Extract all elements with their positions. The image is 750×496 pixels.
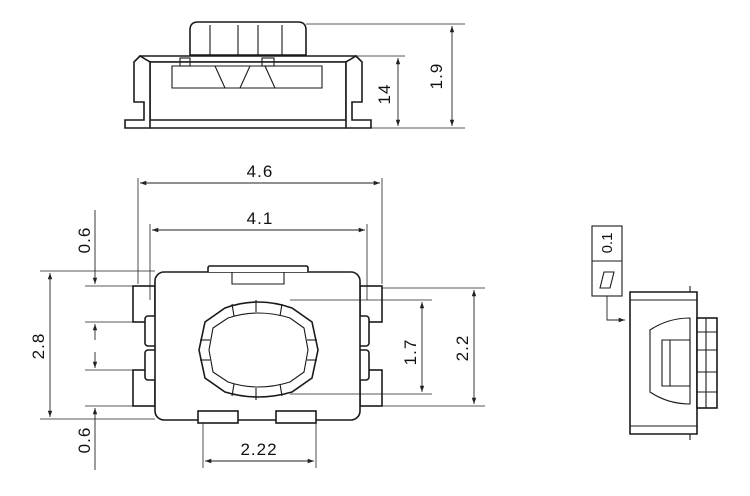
cover-plate [139, 55, 357, 63]
dim-label-0-6-top: 0.6 [75, 227, 94, 254]
dim-label-14: 14 [375, 84, 394, 105]
side-view-dimensions: 1.9 14 [306, 23, 465, 129]
end-view: 0.1 [591, 225, 718, 440]
dim-label-4-6: 4.6 [247, 162, 274, 181]
dim-label-1-7: 1.7 [401, 339, 420, 366]
actuator-inner [208, 312, 309, 388]
actuator-outer [198, 301, 319, 398]
dim-label-1-9: 1.9 [427, 63, 446, 90]
side-view [124, 21, 372, 129]
dim-label-4-1: 4.1 [247, 209, 274, 228]
dim-label-0-6-bottom: 0.6 [75, 427, 94, 454]
dim-label-2-22: 2.22 [240, 440, 277, 459]
dim-label-2-8: 2.8 [29, 333, 48, 360]
flatness-symbol [599, 271, 615, 289]
lead-right-side [345, 54, 372, 129]
plan-view [132, 265, 383, 424]
dim-label-2-2: 2.2 [453, 335, 472, 362]
plan-view-dimensions: 4.6 4.1 0.6 0.6 2.8 1.7 2.2 [29, 162, 485, 470]
plunger [189, 21, 307, 56]
tolerance-value: 0.1 [599, 233, 616, 254]
end-view-plunger [696, 317, 718, 409]
end-view-body [629, 291, 698, 435]
lead-left-side [124, 54, 151, 129]
